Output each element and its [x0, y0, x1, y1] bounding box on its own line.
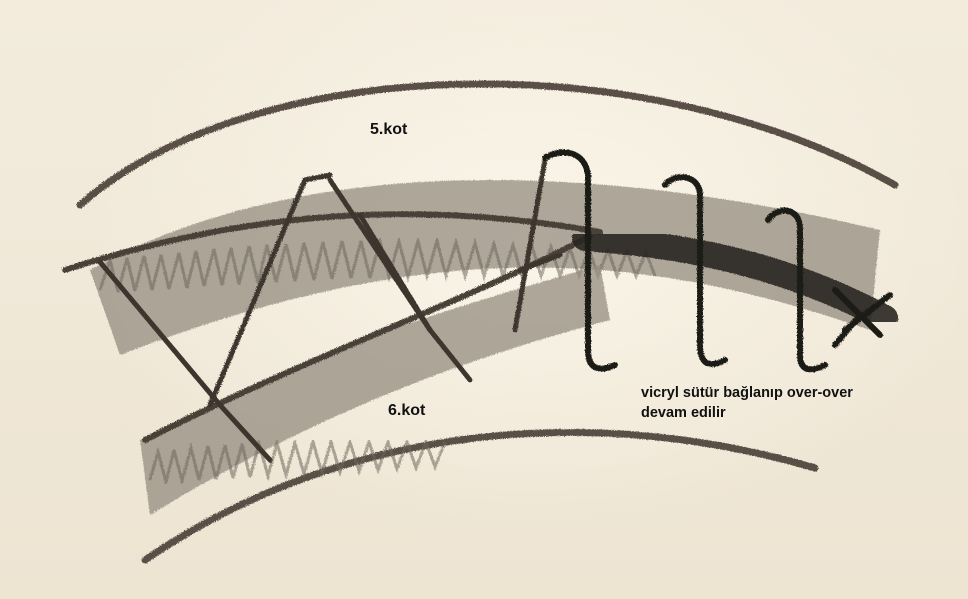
suture-note-line-1: vicryl sütür bağlanıp over-over [641, 383, 941, 403]
suture-note: vicryl sütür bağlanıp over-over devam ed… [641, 383, 941, 423]
rib-5-label: 5.kot [370, 121, 407, 139]
rib-6-label: 6.kot [388, 402, 425, 420]
suture-note-line-2: devam edilir [641, 403, 941, 423]
